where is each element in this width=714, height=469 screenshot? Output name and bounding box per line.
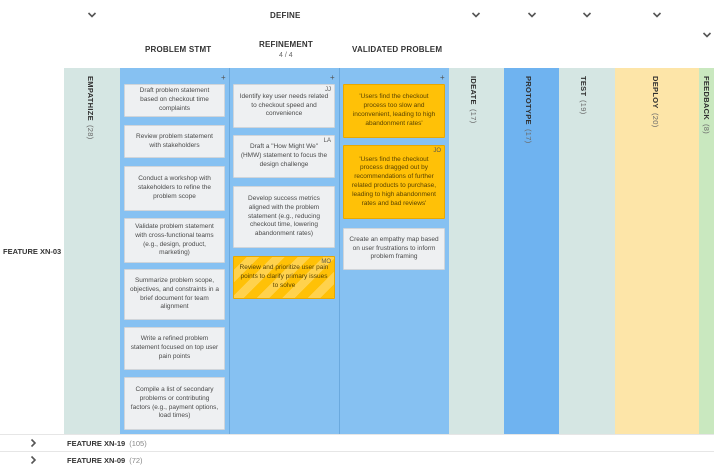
assignee-initials: JO xyxy=(433,148,441,154)
assignee-initials: LA xyxy=(323,138,331,144)
refinement-wip-count: 4 / 4 xyxy=(279,52,293,59)
test-collapse-chevron-down-icon[interactable] xyxy=(580,8,594,22)
validated-problem-card[interactable]: JO 'Users find the checkout process drag… xyxy=(343,145,445,219)
empathize-column-label[interactable]: EMPATHIZE(28) xyxy=(86,76,95,140)
column-divider xyxy=(339,68,340,434)
feedback-collapse-chevron-down-icon[interactable] xyxy=(700,28,714,42)
validated-problem-card[interactable]: 'Users find the checkout process too slo… xyxy=(343,84,445,138)
empathize-collapse-chevron-down-icon[interactable] xyxy=(85,8,99,22)
problem-stmt-card[interactable]: Draft problem statement based on checkou… xyxy=(124,84,225,117)
problem-stmt-card[interactable]: Review problem statement with stakeholde… xyxy=(124,125,225,158)
expand-row-chevron-right-icon[interactable] xyxy=(26,436,40,450)
ideate-column-label[interactable]: IDEATE(17) xyxy=(469,76,478,124)
test-column: TEST(19) xyxy=(559,68,615,434)
refinement-column-header: REFINEMENT xyxy=(259,40,313,49)
test-column-label[interactable]: TEST(19) xyxy=(579,76,588,115)
ideate-collapse-chevron-down-icon[interactable] xyxy=(469,8,483,22)
assignee-initials: MO xyxy=(321,259,331,265)
problem-stmt-card[interactable]: Summarize problem scope, objectives, and… xyxy=(124,269,225,320)
validated-problem-card[interactable]: Create an empathy map based on user frus… xyxy=(343,228,445,270)
swimlane-label[interactable]: FEATURE XN-03 xyxy=(3,247,62,256)
collapsed-swimlane-label[interactable]: FEATURE XN-09(72) xyxy=(67,456,143,465)
define-stage-title: DEFINE xyxy=(270,11,301,20)
problem-stmt-card[interactable]: Conduct a workshop with stakeholders to … xyxy=(124,166,225,211)
feedback-column: FEEDBACK(8) xyxy=(699,68,714,434)
column-divider xyxy=(229,68,230,434)
refinement-card[interactable]: Develop success metrics aligned with the… xyxy=(233,186,335,248)
problem-stmt-column-header: PROBLEM STMT xyxy=(145,45,212,54)
prototype-column-label[interactable]: PROTOTYPE(17) xyxy=(524,76,533,144)
feedback-column-label[interactable]: FEEDBACK(8) xyxy=(702,76,711,135)
refinement-card[interactable]: JJ Identify key user needs related to ch… xyxy=(233,84,335,128)
add-card-refinement-button[interactable]: + xyxy=(330,73,335,82)
add-card-problem-stmt-button[interactable]: + xyxy=(221,73,226,82)
empathize-column: EMPATHIZE(28) xyxy=(64,68,120,434)
row-divider xyxy=(0,434,714,435)
validated-problem-column-header: VALIDATED PROBLEM xyxy=(352,45,443,54)
problem-stmt-card[interactable]: Write a refined problem statement focuse… xyxy=(124,327,225,370)
refinement-card[interactable]: LA Draft a "How Might We" (HMW) statemen… xyxy=(233,135,335,178)
row-divider xyxy=(0,451,714,452)
add-card-validated-problem-button[interactable]: + xyxy=(440,73,445,82)
deploy-column: DEPLOY(20) xyxy=(615,68,699,434)
ideate-column: IDEATE(17) xyxy=(449,68,504,434)
problem-stmt-card[interactable]: Compile a list of secondary problems or … xyxy=(124,377,225,430)
prototype-column: PROTOTYPE(17) xyxy=(504,68,559,434)
deploy-column-label[interactable]: DEPLOY(20) xyxy=(651,76,660,128)
refinement-card-blocked[interactable]: MO Review and prioritize user pain point… xyxy=(233,256,335,299)
deploy-collapse-chevron-down-icon[interactable] xyxy=(650,8,664,22)
prototype-collapse-chevron-down-icon[interactable] xyxy=(525,8,539,22)
assignee-initials: JJ xyxy=(325,87,331,93)
collapsed-swimlane-label[interactable]: FEATURE XN-19(105) xyxy=(67,439,147,448)
expand-row-chevron-right-icon[interactable] xyxy=(26,453,40,467)
problem-stmt-card[interactable]: Validate problem statement with cross-fu… xyxy=(124,218,225,263)
